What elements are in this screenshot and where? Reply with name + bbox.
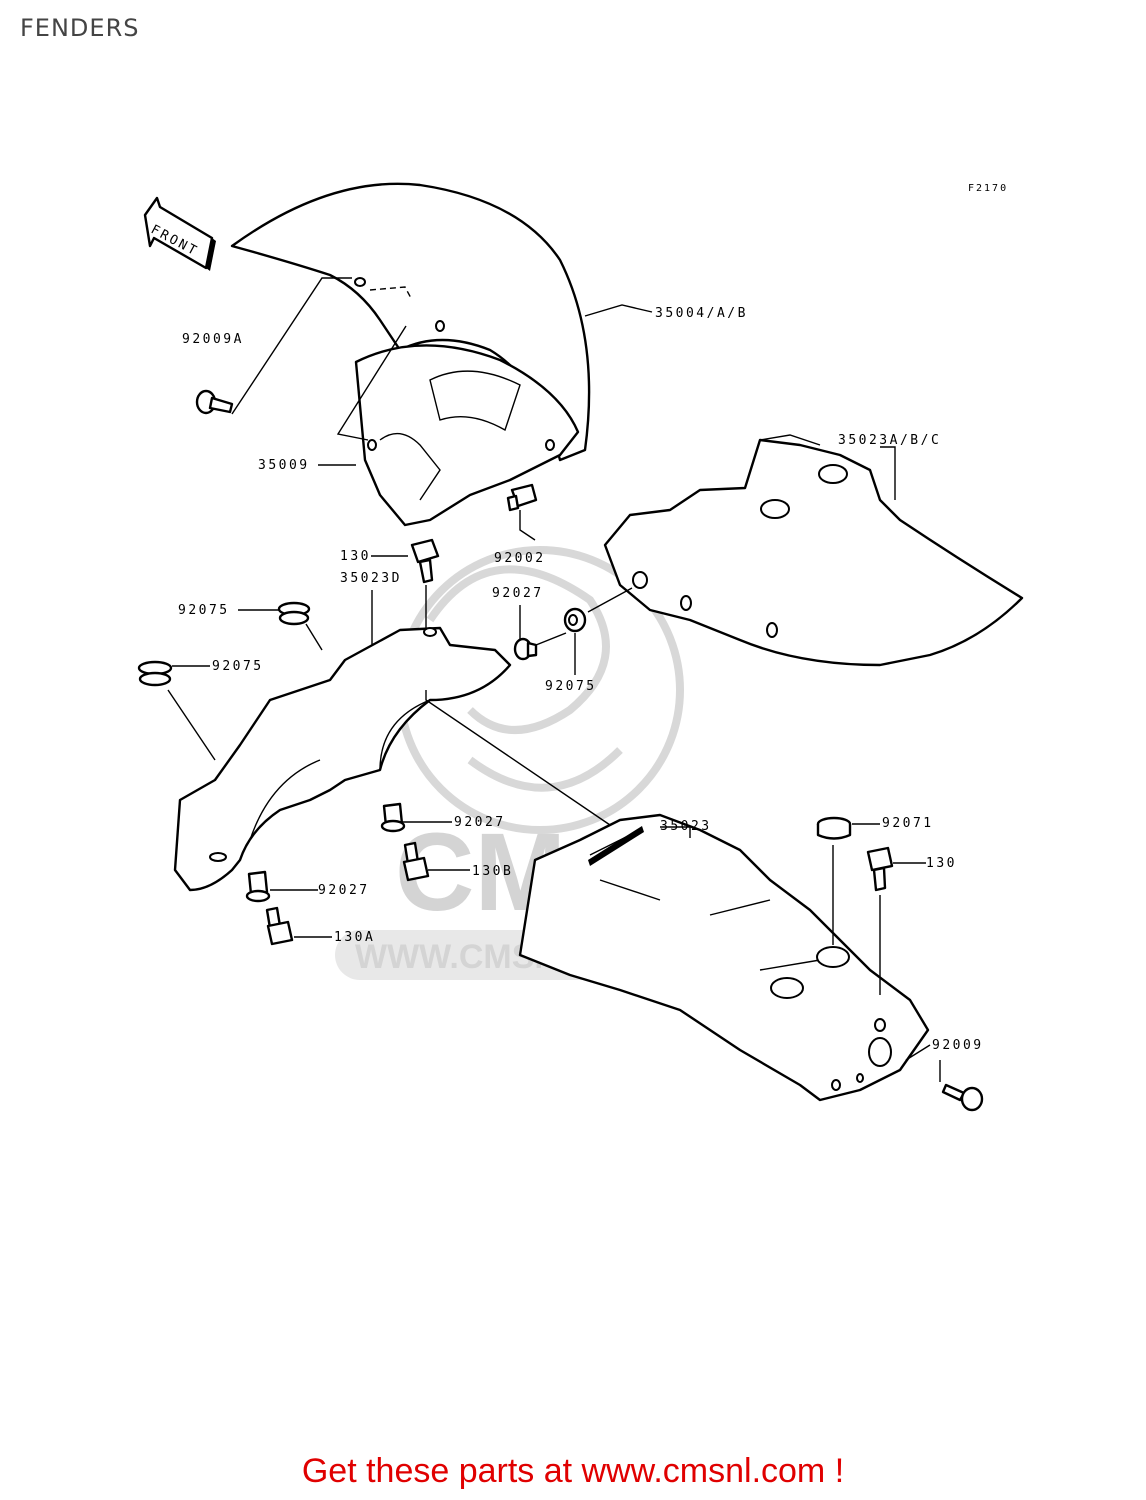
callout-35004: 35004/A/B: [655, 306, 748, 321]
front-arrow-icon: FRONT: [143, 196, 216, 271]
callout-130-top: 130: [340, 549, 371, 564]
grommet-92075-b-icon: [137, 660, 173, 687]
grommet-92071-icon: [816, 816, 852, 840]
screw-92009-icon: [941, 1083, 984, 1112]
leader-lines: [167, 277, 941, 1082]
callout-92027-mid: 92027: [454, 815, 506, 830]
bolt-130-top-icon: [410, 538, 440, 584]
parts-link-banner[interactable]: Get these parts at www.cmsnl.com !: [301, 1452, 845, 1490]
screw-92009A-icon: [195, 389, 234, 415]
rear-fender: [518, 813, 930, 1102]
figure-code: F2170: [968, 183, 1008, 194]
collar-92075-c-icon: [563, 607, 587, 633]
callout-35023: 35023: [660, 819, 712, 834]
callout-92075-a: 92075: [178, 603, 230, 618]
callout-92071: 92071: [882, 816, 934, 831]
callout-35023ABC: 35023A/B/C: [838, 433, 941, 448]
callout-92009: 92009: [932, 1038, 984, 1053]
collar-92027-low-icon: [245, 870, 271, 903]
callout-92075-c: 92075: [545, 679, 597, 694]
callout-130B: 130B: [472, 864, 513, 879]
collar-92027-mid-icon: [380, 802, 406, 833]
bolt-92002-icon: [506, 483, 538, 512]
callout-35023D: 35023D: [340, 571, 402, 586]
bolt-130-right-icon: [866, 846, 894, 892]
callout-130A: 130A: [334, 930, 375, 945]
callout-92027-top: 92027: [492, 586, 544, 601]
callout-130-right: 130: [926, 856, 957, 871]
callout-92027-low: 92027: [318, 883, 370, 898]
grommet-92075-a-icon: [277, 601, 311, 626]
page-title: FENDERS: [20, 14, 140, 42]
bolt-130B-icon: [402, 841, 430, 882]
callout-labels: 35004/A/B 92009A 35009 35023A/B/C 92002 …: [178, 306, 984, 1053]
callout-35009: 35009: [258, 458, 310, 473]
callout-92075-b: 92075: [212, 659, 264, 674]
washer-92027-top-icon: [513, 637, 538, 661]
callout-92002: 92002: [494, 551, 546, 566]
fender-bracket: [354, 344, 580, 527]
bolt-130A-icon: [265, 906, 294, 946]
front-fender: [230, 182, 591, 462]
callout-92009A: 92009A: [182, 332, 244, 347]
rear-fender-cover: [603, 434, 1024, 667]
